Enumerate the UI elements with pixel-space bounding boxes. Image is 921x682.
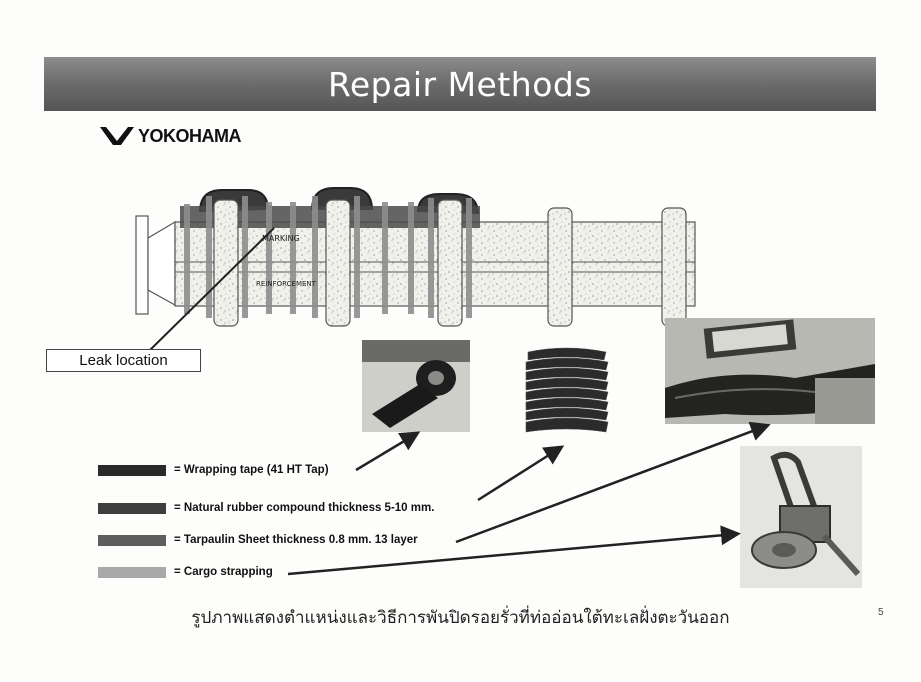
leak-pointer-line	[149, 227, 275, 351]
ratchet-strap-photo	[740, 446, 862, 588]
ratchet-strap-icon	[740, 446, 862, 588]
page-number: 5	[878, 607, 884, 618]
collar	[547, 207, 573, 327]
tape-roll-icon	[362, 340, 470, 432]
yokohama-mark-icon	[100, 127, 134, 145]
legend-swatch	[98, 534, 166, 546]
leak-location-label: Leak location	[46, 349, 201, 372]
hose-body	[174, 221, 696, 307]
slide-caption: รูปภาพแสดงตำแหน่งและวิธีการพันปิดรอยรั่ว…	[191, 608, 730, 628]
flange	[135, 215, 149, 315]
collar	[213, 199, 239, 327]
hose-marking-label: MARKING	[262, 234, 300, 243]
collar	[325, 199, 351, 327]
legend-label: = Wrapping tape (41 HT Tap)	[174, 464, 329, 476]
rubber-sheets-photo	[520, 340, 612, 442]
collar	[661, 207, 687, 327]
legend-swatch	[98, 566, 166, 578]
flange-taper	[147, 220, 176, 307]
logo-text: YOKOHAMA	[138, 125, 242, 146]
tarpaulin-photo	[665, 318, 875, 424]
yokohama-logo: YOKOHAMA	[100, 125, 242, 147]
title-bar: Repair Methods	[44, 57, 876, 111]
legend-label: = Cargo strapping	[174, 566, 273, 578]
legend-item-cargo-strapping: = Cargo strapping	[98, 566, 273, 578]
tarpaulin-roll-icon	[665, 318, 875, 424]
legend-swatch	[98, 464, 166, 476]
legend-item-natural-rubber: = Natural rubber compound thickness 5-10…	[98, 502, 434, 514]
legend-item-wrapping-tape: = Wrapping tape (41 HT Tap)	[98, 464, 329, 476]
tape-roll-photo	[362, 340, 470, 432]
slide-title: Repair Methods	[327, 64, 593, 104]
legend-swatch	[98, 502, 166, 514]
legend-item-tarpaulin: = Tarpaulin Sheet thickness 0.8 mm. 13 l…	[98, 534, 418, 546]
legend-label: = Tarpaulin Sheet thickness 0.8 mm. 13 l…	[174, 534, 418, 546]
legend-label: = Natural rubber compound thickness 5-10…	[174, 502, 435, 514]
hose-reinforcement-label: REINFORCEMENT	[256, 280, 317, 288]
collar	[437, 199, 463, 327]
rubber-stack-icon	[525, 347, 609, 433]
leak-location-text: Leak location	[79, 352, 168, 369]
